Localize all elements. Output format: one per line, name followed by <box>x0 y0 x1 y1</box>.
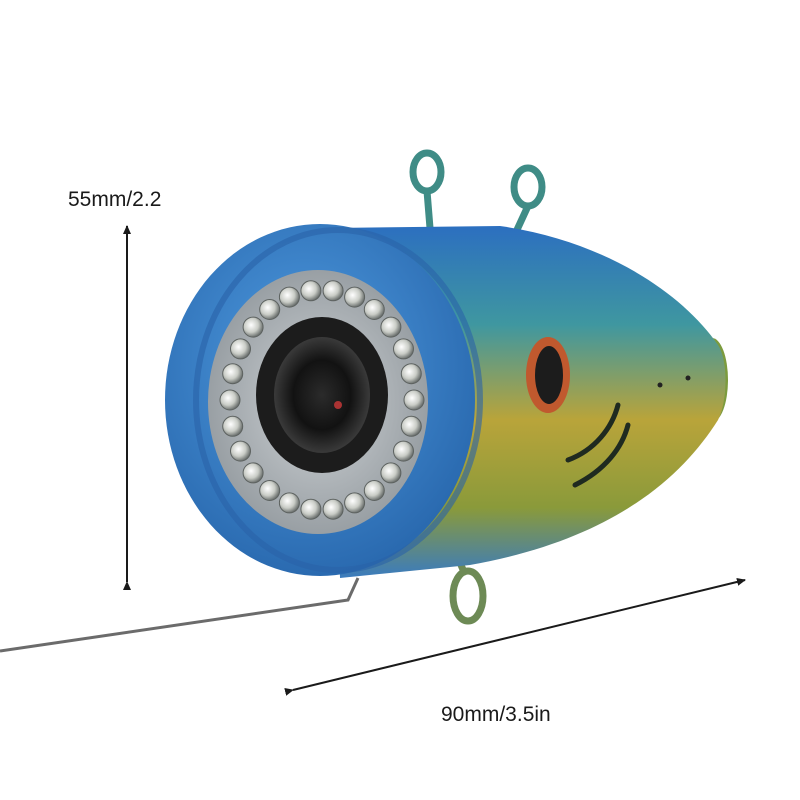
led <box>259 480 281 501</box>
led <box>403 389 425 411</box>
led <box>322 280 344 302</box>
led-ring <box>219 280 425 520</box>
led <box>222 363 244 385</box>
led <box>230 338 251 360</box>
led <box>400 363 422 385</box>
led <box>400 415 422 437</box>
camera-cable <box>0 577 360 653</box>
ring-edge <box>193 227 483 573</box>
led <box>380 316 402 338</box>
led <box>278 286 300 308</box>
led <box>363 299 385 320</box>
led <box>393 440 414 462</box>
led <box>322 498 344 520</box>
led <box>222 415 244 437</box>
led <box>219 389 241 411</box>
mounting-loops <box>409 149 546 625</box>
led <box>230 440 251 462</box>
led <box>380 462 402 484</box>
lens-reflection <box>334 401 342 409</box>
led <box>344 286 366 308</box>
length-dimension-label: 90mm/3.5in <box>441 703 551 726</box>
led <box>242 316 264 338</box>
gill-marks <box>565 402 631 488</box>
led <box>393 338 414 360</box>
height-dimension-label: 55mm/2.2 <box>68 188 162 211</box>
length-arrow <box>284 578 746 696</box>
led <box>344 492 366 514</box>
body-screw <box>657 382 663 388</box>
led <box>300 498 322 520</box>
camera-lens <box>274 337 370 453</box>
led <box>300 280 322 302</box>
body-screw <box>685 375 691 381</box>
led <box>259 299 281 320</box>
fish-eye-decoration <box>526 337 570 413</box>
led <box>242 462 264 484</box>
led <box>278 492 300 514</box>
led <box>363 480 385 501</box>
